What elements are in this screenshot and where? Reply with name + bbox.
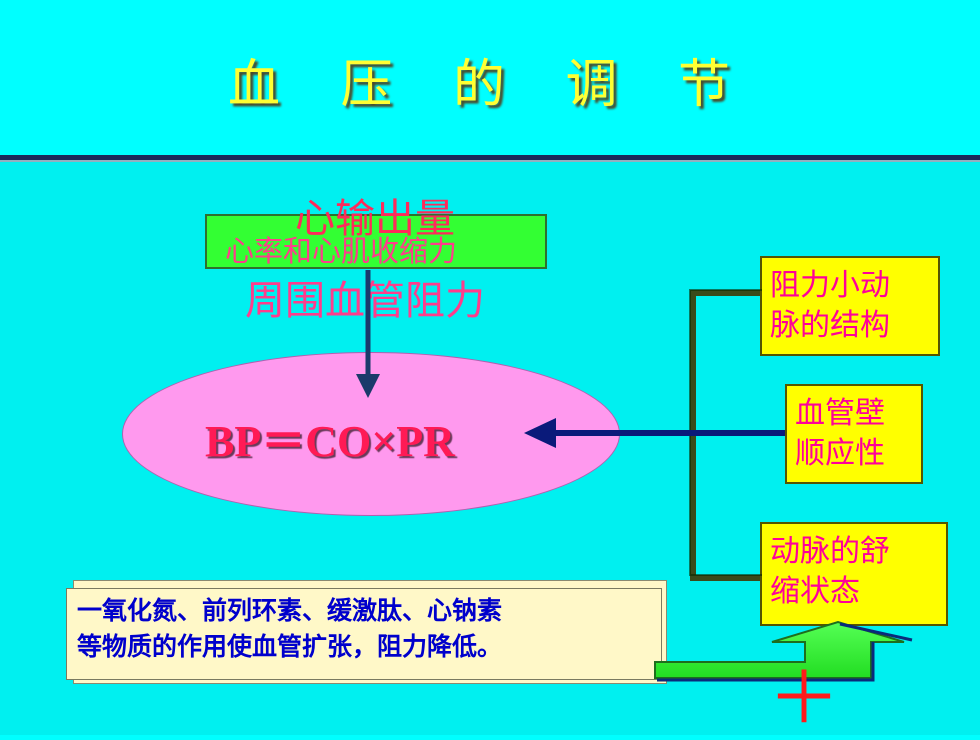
title-divider-highlight: [0, 160, 980, 162]
factor-box-arteriole-structure: 阻力小动 脉的结构: [760, 256, 940, 356]
heart-rate-contractility-label: 心率和心肌收缩力: [225, 234, 458, 268]
vasodilator-note-box: 一氧化氮、前列环素、缓激肽、心钠素 等物质的作用使血管扩张，阻力降低。: [66, 588, 662, 680]
factor-box-vessel-compliance: 血管壁 顺应性: [785, 384, 923, 484]
title-divider: [0, 155, 980, 160]
factor-line: 顺应性: [795, 436, 885, 471]
factor-line: 脉的结构: [770, 308, 890, 343]
factor-line: 血管壁: [795, 396, 885, 431]
slide-title: 血 压 的 调 节: [227, 55, 753, 115]
peripheral-resistance-label: 周围血管阻力: [245, 278, 485, 324]
note-line: 等物质的作用使血管扩张，阻力降低。: [77, 632, 503, 661]
note-line: 一氧化氮、前列环素、缓激肽、心钠素: [77, 596, 503, 625]
bp-formula: BP＝CO×PR: [205, 417, 455, 466]
factor-line: 阻力小动: [770, 268, 890, 303]
cardiac-output-label: 心输出量: [295, 196, 455, 242]
heart-rate-box: [205, 214, 547, 269]
plus-sign: ＋: [768, 656, 841, 740]
factor-box-arterial-tone: 动脉的舒 缩状态: [760, 522, 948, 626]
factor-line: 动脉的舒: [770, 534, 890, 569]
factor-line: 缩状态: [770, 574, 860, 609]
title-band: [0, 0, 980, 155]
